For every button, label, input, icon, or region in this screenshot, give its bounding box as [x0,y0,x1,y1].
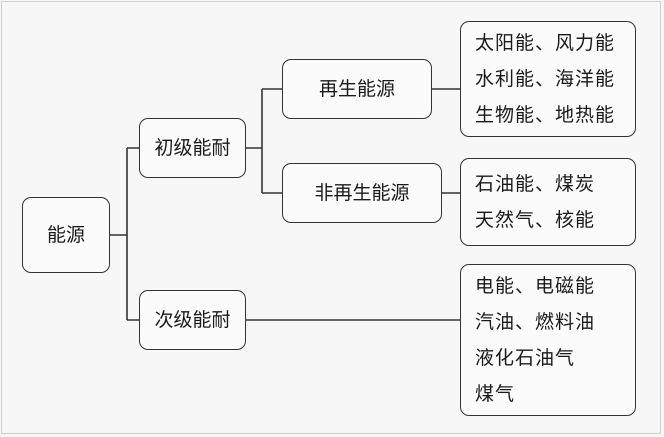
secondary-node: 次级能耐 [139,290,246,350]
nonrenewable-example: 石油能、煤炭 [475,173,596,195]
nonrenewable-examples-box: 石油能、煤炭 天然气、核能 [460,158,636,246]
secondary-example: 电能、电磁能 [475,275,596,297]
secondary-examples-box: 电能、电磁能 汽油、燃料油 液化石油气 煤气 [460,264,636,416]
primary-label: 初级能耐 [154,136,231,159]
renewable-example: 太阳能、风力能 [475,32,616,54]
nonrenewable-node: 非再生能源 [282,163,442,223]
secondary-example: 液化石油气 [475,347,576,369]
nonrenewable-label: 非再生能源 [314,181,410,204]
secondary-label: 次级能耐 [154,308,231,331]
root-label: 能源 [46,223,85,246]
primary-node: 初级能耐 [139,118,246,178]
renewable-label: 再生能源 [318,77,395,100]
renewable-example: 水利能、海洋能 [475,68,616,90]
primary-connector [246,88,282,194]
renewable-example: 生物能、地热能 [475,104,616,126]
root-connector [110,147,139,321]
nonrenewable-example: 天然气、核能 [475,209,596,231]
renewable-node: 再生能源 [282,59,432,119]
root-node: 能源 [22,197,110,273]
secondary-example: 煤气 [475,383,516,405]
renewable-examples-box: 太阳能、风力能 水利能、海洋能 生物能、地热能 [460,21,636,137]
secondary-example: 汽油、燃料油 [475,311,596,333]
